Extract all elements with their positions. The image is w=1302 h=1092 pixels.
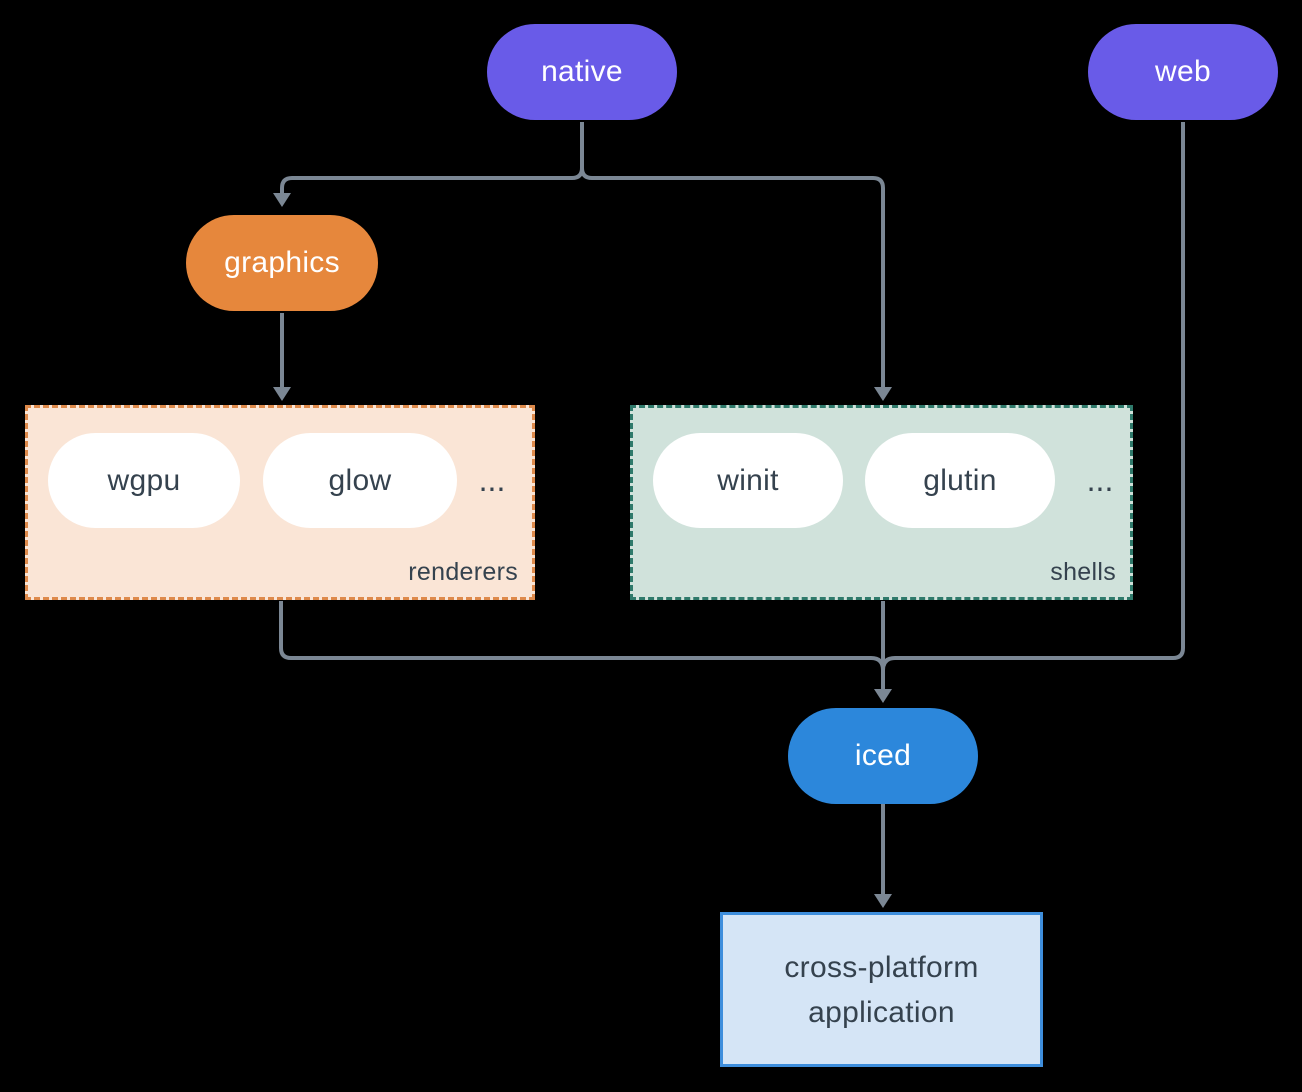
node-glow: glow bbox=[263, 433, 457, 528]
node-web-label: web bbox=[1155, 55, 1211, 88]
node-wgpu: wgpu bbox=[48, 433, 240, 528]
node-native-label: native bbox=[541, 55, 623, 88]
node-application-label-line2: application bbox=[808, 995, 955, 1029]
node-iced-label: iced bbox=[854, 739, 912, 772]
node-graphics: graphics bbox=[186, 215, 378, 311]
node-glow-label: glow bbox=[328, 463, 392, 497]
node-graphics-label: graphics bbox=[224, 246, 340, 279]
arrowhead-down-icon bbox=[273, 387, 291, 401]
shells-ellipsis: ... bbox=[1086, 462, 1114, 498]
node-web: web bbox=[1088, 24, 1278, 120]
node-wgpu-label: wgpu bbox=[107, 463, 181, 497]
group-shells-label: shells bbox=[1050, 558, 1116, 586]
node-glutin: glutin bbox=[865, 433, 1055, 528]
arrowhead-down-icon bbox=[273, 193, 291, 207]
node-application-label-line1: cross-platform bbox=[784, 950, 979, 984]
renderers-ellipsis: ... bbox=[478, 462, 506, 498]
edge-native-to-graphics bbox=[280, 122, 584, 193]
node-winit-label: winit bbox=[717, 463, 779, 497]
group-shells: winit glutin ... shells bbox=[630, 405, 1133, 600]
edge-native-to-shells bbox=[580, 122, 885, 388]
arrowhead-down-icon bbox=[874, 387, 892, 401]
node-application: cross-platform application bbox=[720, 912, 1043, 1067]
group-renderers: wgpu glow ... renderers bbox=[25, 405, 535, 600]
node-iced: iced bbox=[788, 708, 978, 804]
arrowhead-down-icon bbox=[874, 894, 892, 908]
group-renderers-label: renderers bbox=[408, 558, 518, 586]
edge-renderers-to-iced bbox=[279, 601, 885, 690]
node-glutin-label: glutin bbox=[923, 463, 997, 497]
node-native: native bbox=[487, 24, 677, 120]
arrowhead-down-icon bbox=[874, 689, 892, 703]
node-winit: winit bbox=[653, 433, 843, 528]
